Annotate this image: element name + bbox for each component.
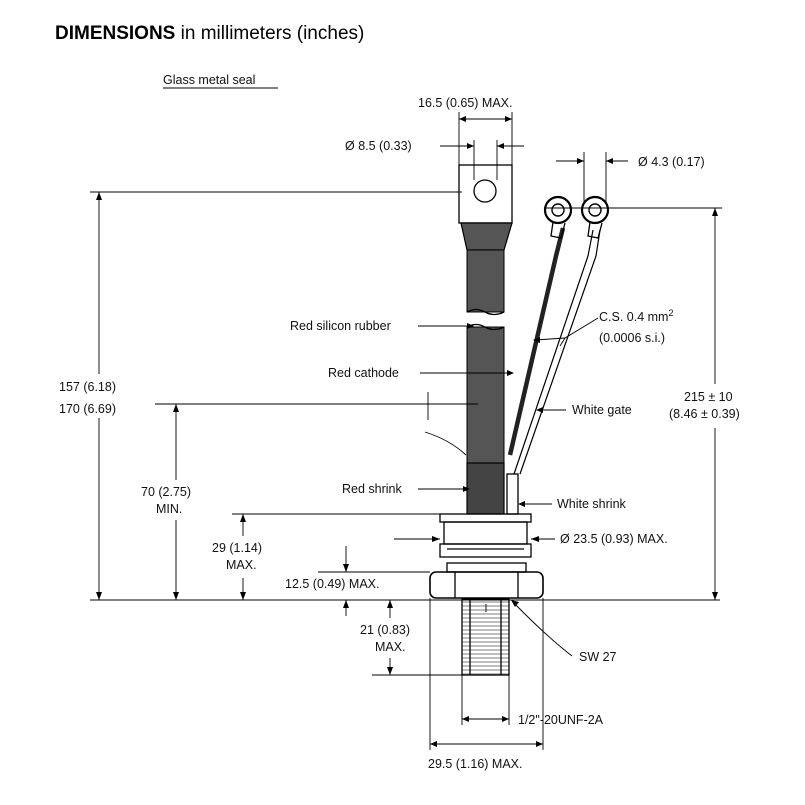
- arrow-hex-l: [430, 741, 437, 747]
- rubber-label: Red silicon rubber: [290, 319, 391, 333]
- hex-nut: [429, 571, 544, 599]
- cathode-cable-lower: [466, 326, 505, 464]
- sw-label: SW 27: [579, 650, 617, 664]
- white-ring-hole: [588, 203, 602, 217]
- dimension-lines: [90, 112, 722, 750]
- len-215-inch-label: (8.46 ± 0.39): [669, 407, 740, 421]
- hex-width-label: 29.5 (1.16) MAX.: [428, 757, 523, 771]
- top-terminal: [458, 164, 513, 224]
- arrow-thread-r: [502, 716, 509, 722]
- red-lug-crimp: [550, 221, 566, 239]
- arrow-70-bottom: [173, 592, 179, 600]
- arrow-top-width-l: [459, 116, 466, 122]
- arrow-thread-l: [462, 716, 469, 722]
- arrow-70-top: [173, 404, 179, 412]
- top-width-label: 16.5 (0.65) MAX.: [418, 96, 513, 110]
- arrow-29-bottom: [240, 592, 246, 600]
- threaded-stud: [461, 598, 510, 676]
- len-215-label: 215 ± 10: [684, 390, 733, 404]
- arrow-157-bottom: [96, 592, 102, 600]
- len-157-label: 157 (6.18): [59, 380, 116, 394]
- arrow-29-top: [240, 514, 246, 522]
- white-gate-wire-right: [519, 229, 601, 475]
- arrow-rubber: [467, 323, 474, 329]
- body-dia-label: Ø 23.5 (0.93) MAX.: [560, 532, 668, 546]
- arrow-white-shrink: [518, 501, 525, 507]
- arrow-215-top: [712, 208, 718, 216]
- cs-label: C.S. 0.4 mm2: [599, 308, 673, 324]
- white-gate-wire-left: [513, 229, 594, 475]
- cs-inch-label: (0.0006 s.i.): [599, 331, 665, 345]
- page-title: DIMENSIONS in millimeters (inches): [55, 23, 364, 44]
- body-top-ring: [439, 513, 532, 523]
- arrow-top-width-r: [505, 116, 512, 122]
- arrow-cs-1: [533, 337, 540, 343]
- top-terminal-hole: [473, 179, 497, 203]
- red-shrink: [466, 462, 505, 515]
- leader-cs-1: [534, 317, 599, 341]
- len-12-label: 12.5 (0.49) MAX.: [285, 577, 380, 591]
- len-29-max-label: MAX.: [226, 558, 257, 572]
- len-70-label: 70 (2.75): [141, 485, 191, 499]
- arrow-12-top: [343, 564, 349, 572]
- arrow-cathode: [507, 370, 514, 376]
- arrow-red-shrink: [463, 486, 470, 492]
- hole-dia-label: Ø 8.5 (0.33): [345, 139, 412, 153]
- arrow-lug-l: [577, 158, 584, 164]
- leader-cs-2: [559, 337, 566, 347]
- len-70-min-label: MIN.: [156, 502, 182, 516]
- cable-break-top: [466, 308, 505, 316]
- arrow-hole-r: [497, 143, 504, 149]
- glass-seal-label: Glass metal seal: [163, 73, 255, 87]
- white-lug-crimp: [587, 221, 603, 239]
- len-29-label: 29 (1.14): [212, 541, 262, 555]
- body-seal: [443, 521, 528, 545]
- arrow-lug-r: [606, 158, 613, 164]
- arrow-157-top: [96, 192, 102, 200]
- thyristor-outline: [429, 164, 610, 676]
- len-21-label: 21 (0.83): [360, 623, 410, 637]
- leader-lines: [418, 317, 599, 657]
- arrow-hex-r: [536, 741, 543, 747]
- hex-washer: [446, 562, 527, 573]
- arrow-sw: [511, 600, 519, 607]
- white-shrink-label: White shrink: [557, 497, 627, 511]
- gate-label: White gate: [572, 403, 632, 417]
- cathode-label: Red cathode: [328, 366, 399, 380]
- len-21-max-label: MAX.: [375, 640, 406, 654]
- ref-170-curve: [424, 431, 467, 456]
- red-ring-hole: [551, 203, 565, 217]
- body-flange: [439, 543, 532, 558]
- red-shrink-label: Red shrink: [342, 482, 402, 496]
- arrow-12-bottom: [343, 600, 349, 608]
- lug-dia-label: Ø 4.3 (0.17): [638, 155, 705, 169]
- arrow-235-r: [531, 536, 539, 542]
- arrow-215-bottom: [712, 592, 718, 600]
- arrow-21-top: [387, 600, 393, 608]
- dimension-labels: 16.5 (0.65) MAX. Ø 8.5 (0.33) Ø 4.3 (0.1…: [59, 96, 740, 771]
- arrow-21-bottom: [387, 667, 393, 675]
- arrow-hole-l: [467, 143, 474, 149]
- cathode-cable-upper: [466, 249, 505, 313]
- white-shrink: [506, 473, 519, 515]
- leader-sw: [512, 601, 573, 657]
- arrow-gate: [536, 407, 543, 413]
- len-170-label: 170 (6.69): [59, 402, 116, 416]
- arrow-235-l: [432, 536, 440, 542]
- terminal-crimp: [460, 222, 513, 251]
- thread-label: 1/2"-20UNF-2A: [518, 713, 604, 727]
- cable-break-bottom: [466, 323, 505, 331]
